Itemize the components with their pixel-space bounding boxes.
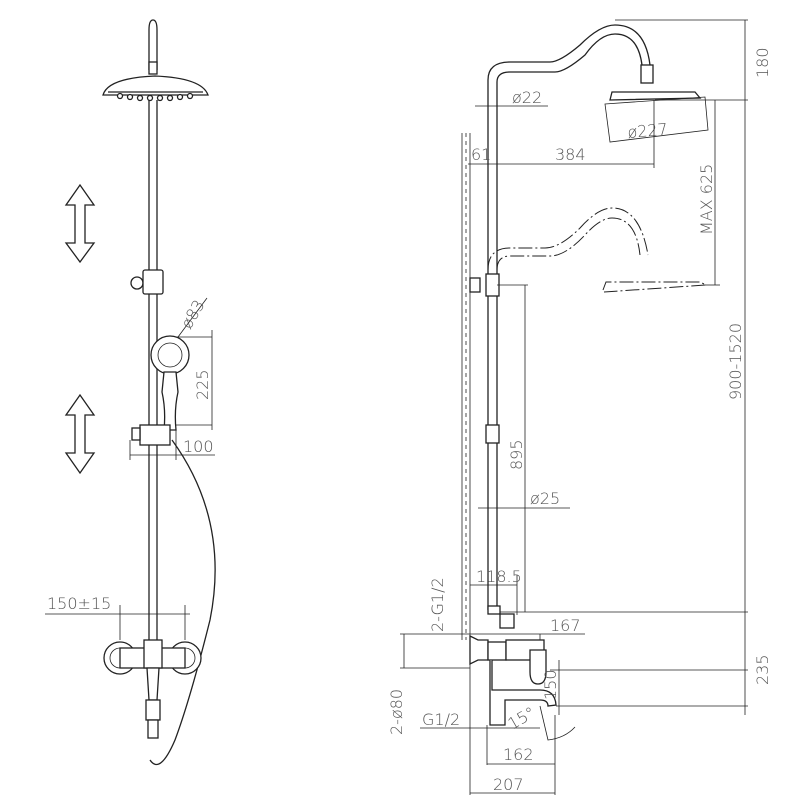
dim-max-adjust: MAX 625 xyxy=(697,164,716,235)
dim-handshower-offset: 100 xyxy=(183,437,214,456)
dim-arm-height: 180 xyxy=(753,47,772,78)
top-pipe xyxy=(148,19,158,70)
dim-mixer-height: 235 xyxy=(753,654,772,685)
hand-shower-face xyxy=(157,342,183,368)
dim-diverter-offset: 118.5 xyxy=(476,567,522,586)
spout-outlet xyxy=(145,699,161,721)
overhead-head-lowered xyxy=(602,281,708,293)
wall-hatch xyxy=(461,133,471,640)
dim-spout-drop: 150 xyxy=(541,669,560,700)
dim-inlet-connections: 2-G1/2 xyxy=(428,577,447,632)
shower-arm-lowered-inner xyxy=(496,217,641,271)
wall-bracket xyxy=(130,276,144,290)
diverter-side xyxy=(487,605,501,615)
diverter xyxy=(143,639,163,669)
dim-rail-height: 895 xyxy=(507,439,526,470)
dim-head-diameter: ø227 xyxy=(627,120,669,142)
shower-arm-lowered xyxy=(487,207,649,271)
hand-shower-head xyxy=(150,335,190,375)
mixer-union xyxy=(487,641,507,661)
head-connector xyxy=(148,61,158,75)
hand-shower-handle xyxy=(161,371,179,431)
dim-flange-diameter: 2-ø80 xyxy=(387,689,406,735)
slide-arrow-upper-icon xyxy=(64,183,96,264)
side-view: 180 ø22 ø227 61 384 MAX 625 900-1520 895… xyxy=(387,19,772,795)
diverter-knob xyxy=(499,613,515,629)
holder-knob xyxy=(131,427,141,441)
dim-total-projection: 207 xyxy=(493,775,524,794)
dim-spout-angle: 15° xyxy=(505,703,539,734)
angle-arc xyxy=(539,705,576,741)
shower-arm xyxy=(487,24,651,610)
mixer-lever-side xyxy=(529,649,547,685)
head-diameter-outline xyxy=(604,96,709,143)
overhead-shower-head xyxy=(102,75,209,96)
hose-connector xyxy=(147,719,159,739)
dim-handshower-height: 225 xyxy=(193,369,212,400)
dim-spout-projection: 162 xyxy=(503,745,534,764)
head-nozzles xyxy=(116,92,194,102)
dim-mixer-projection: 167 xyxy=(550,616,581,635)
dim-rail-diameter: ø25 xyxy=(530,489,560,508)
slide-bracket xyxy=(142,269,164,295)
hand-shower-holder xyxy=(139,424,171,446)
front-view: ø83 225 100 150±15 xyxy=(45,19,216,766)
wall-bracket-side xyxy=(469,277,481,293)
overhead-shower-head-side xyxy=(609,91,702,101)
wall-flange-side xyxy=(469,634,489,666)
arm-connector xyxy=(640,64,654,84)
slide-arrow-lower-icon xyxy=(64,393,96,475)
dim-arm-reach: 384 xyxy=(555,145,586,164)
mixer-lever xyxy=(146,667,160,701)
shower-arm-inner xyxy=(496,33,643,610)
holder-side xyxy=(485,424,500,444)
dim-line xyxy=(177,297,208,338)
dim-wall-offset: 61 xyxy=(471,145,491,164)
dim-outlet-thread: G1/2 xyxy=(422,710,460,729)
dim-pipe-diameter: ø22 xyxy=(512,88,542,107)
bath-spout xyxy=(489,660,557,726)
dim-total-height: 900-1520 xyxy=(726,323,745,400)
dim-mixer-centres: 150±15 xyxy=(47,594,111,613)
